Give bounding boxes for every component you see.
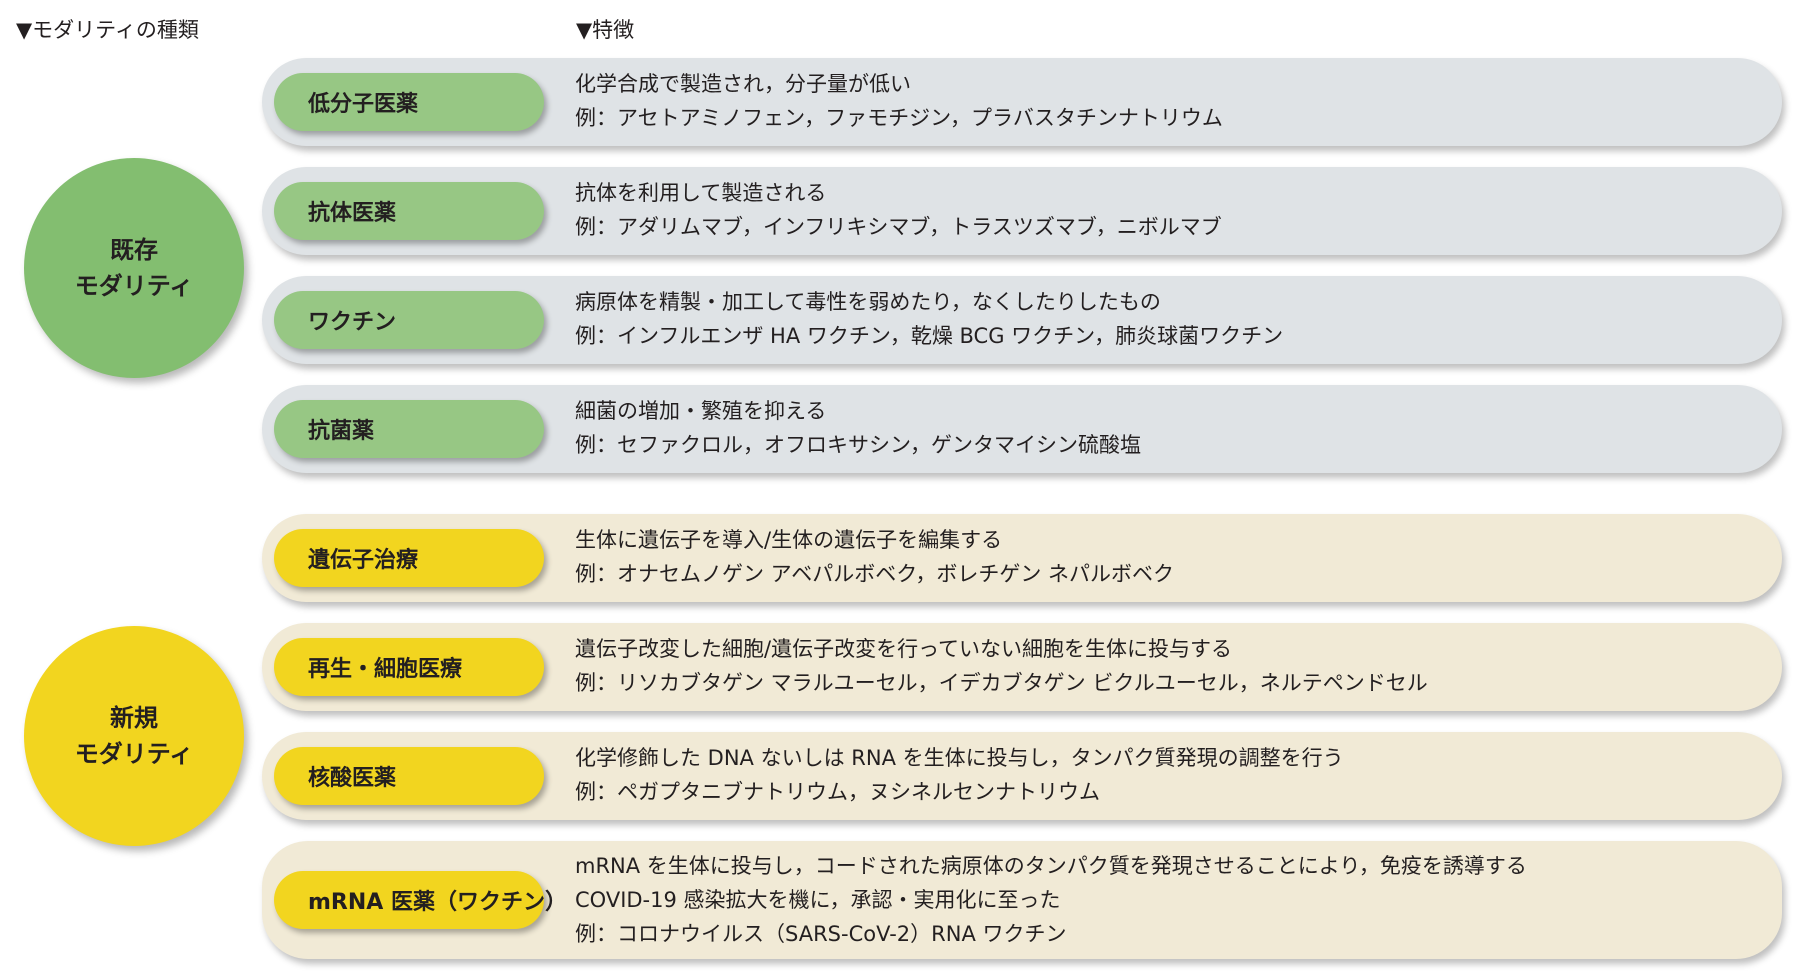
modality-description: 細菌の増加・繁殖を抑える 例：セファクロル，オフロキサシン，ゲンタマイシン硫酸塩 (575, 394, 1141, 462)
modality-row-antibacterial: 抗菌薬 細菌の増加・繁殖を抑える 例：セファクロル，オフロキサシン，ゲンタマイシ… (262, 385, 1782, 473)
description-line: 例：ペガプタニブナトリウム，ヌシネルセンナトリウム (575, 780, 1100, 804)
description-line: 例：アダリムマブ，インフリキシマブ，トラスツズマブ，ニボルマブ (575, 215, 1222, 239)
modality-row-regenerative-cell: 再生・細胞医療 遺伝子改変した細胞/遺伝子改変を行っていない細胞を生体に投与する… (262, 623, 1782, 711)
modality-row-antibody: 抗体医薬 抗体を利用して製造される 例：アダリムマブ，インフリキシマブ，トラスツ… (262, 167, 1782, 255)
modality-description: 化学修飾した DNA ないしは RNA を生体に投与し，タンパク質発現の調整を行… (575, 741, 1344, 809)
modality-pill: 再生・細胞医療 (274, 638, 544, 696)
description-line: 例：セファクロル，オフロキサシン，ゲンタマイシン硫酸塩 (575, 433, 1141, 457)
modality-row-gene-therapy: 遺伝子治療 生体に遺伝子を導入/生体の遺伝子を編集する 例：オナセムノゲン アベ… (262, 514, 1782, 602)
modality-description: 遺伝子改変した細胞/遺伝子改変を行っていない細胞を生体に投与する 例：リソカブタ… (575, 632, 1428, 700)
description-line: 抗体を利用して製造される (575, 181, 827, 205)
modality-row-small-molecule: 低分子医薬 化学合成で製造され，分子量が低い 例：アセトアミノフェン，ファモチジ… (262, 58, 1782, 146)
modality-pill: 抗体医薬 (274, 182, 544, 240)
modality-pill: 遺伝子治療 (274, 529, 544, 587)
existing-modality-label-line1: 既存 (110, 236, 158, 264)
description-line: mRNA を生体に投与し，コードされた病原体のタンパク質を発現させることにより，… (575, 854, 1527, 878)
modality-pill: 核酸医薬 (274, 747, 544, 805)
description-line: 病原体を精製・加工して毒性を弱めたり，なくしたりしたもの (575, 290, 1161, 314)
description-line: COVID-19 感染拡大を機に，承認・実用化に至った (575, 888, 1061, 912)
description-line: 例：アセトアミノフェン，ファモチジン，プラバスタチンナトリウム (575, 106, 1223, 130)
features-header: ▼特徴 (576, 18, 635, 42)
modality-row-vaccine: ワクチン 病原体を精製・加工して毒性を弱めたり，なくしたりしたもの 例：インフル… (262, 276, 1782, 364)
description-line: 化学合成で製造され，分子量が低い (575, 72, 911, 96)
modality-pill: 低分子医薬 (274, 73, 544, 131)
description-line: 細菌の増加・繁殖を抑える (575, 399, 827, 423)
description-line: 遺伝子改変した細胞/遺伝子改変を行っていない細胞を生体に投与する (575, 637, 1233, 661)
new-modality-circle: 新規 モダリティ (24, 626, 244, 846)
description-line: 例：リソカブタゲン マラルユーセル，イデカブタゲン ビクルユーセル，ネルテペンド… (575, 671, 1428, 695)
description-line: 例：インフルエンザ HA ワクチン，乾燥 BCG ワクチン，肺炎球菌ワクチン (575, 324, 1284, 348)
existing-modality-label-line2: モダリティ (74, 272, 194, 300)
modality-description: 病原体を精製・加工して毒性を弱めたり，なくしたりしたもの 例：インフルエンザ H… (575, 285, 1283, 353)
modality-pill: mRNA 医薬（ワクチン） (274, 871, 567, 929)
modality-type-header: ▼モダリティの種類 (16, 18, 199, 42)
modality-description: mRNA を生体に投与し，コードされた病原体のタンパク質を発現させることにより，… (575, 849, 1527, 951)
modality-pill: 抗菌薬 (274, 400, 544, 458)
modality-description: 生体に遺伝子を導入/生体の遺伝子を編集する 例：オナセムノゲン アベパルボベク，… (575, 523, 1174, 591)
modality-description: 化学合成で製造され，分子量が低い 例：アセトアミノフェン，ファモチジン，プラバス… (575, 67, 1223, 135)
description-line: 化学修飾した DNA ないしは RNA を生体に投与し，タンパク質発現の調整を行… (575, 746, 1344, 770)
new-modality-label-line1: 新規 (110, 704, 158, 732)
modality-description: 抗体を利用して製造される 例：アダリムマブ，インフリキシマブ，トラスツズマブ，ニ… (575, 176, 1222, 244)
new-modality-label-line2: モダリティ (74, 740, 194, 768)
description-line: 例：オナセムノゲン アベパルボベク，ボレチゲン ネパルボベク (575, 562, 1175, 586)
modality-pill: ワクチン (274, 291, 544, 349)
description-line: 例：コロナウイルス（SARS-CoV-2）RNA ワクチン (575, 922, 1067, 946)
description-line: 生体に遺伝子を導入/生体の遺伝子を編集する (575, 528, 1003, 552)
modality-row-mrna: mRNA 医薬（ワクチン） mRNA を生体に投与し，コードされた病原体のタンパ… (262, 841, 1782, 959)
existing-modality-circle: 既存 モダリティ (24, 158, 244, 378)
modality-row-nucleic-acid: 核酸医薬 化学修飾した DNA ないしは RNA を生体に投与し，タンパク質発現… (262, 732, 1782, 820)
